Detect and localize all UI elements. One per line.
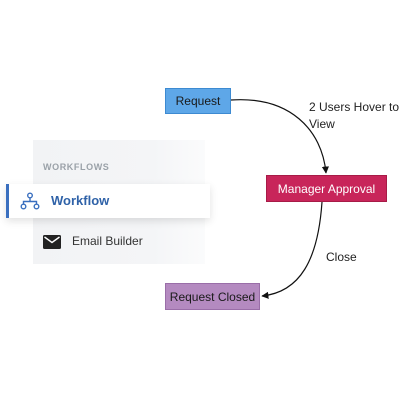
workflow-icon [20, 192, 40, 210]
edge-label-hover: 2 Users Hover to View [309, 100, 400, 131]
active-indicator [6, 184, 9, 218]
sidebar-item-label: Email Builder [72, 234, 143, 248]
node-request-closed[interactable]: Request Closed [165, 283, 260, 310]
edge-approval-to-closed [261, 201, 323, 299]
node-manager-approval[interactable]: Manager Approval [266, 175, 387, 202]
edge-request-to-approval [230, 99, 329, 174]
sidebar-item-label: Workflow [51, 193, 110, 208]
sidebar-item-email-builder[interactable]: Email Builder [33, 228, 205, 256]
envelope-icon [43, 235, 61, 249]
sidebar-item-workflow[interactable]: Workflow [6, 184, 210, 218]
edge-label-close: Close [326, 250, 357, 264]
sidebar-section-title: WORKFLOWS [43, 162, 110, 172]
node-request[interactable]: Request [165, 88, 231, 114]
